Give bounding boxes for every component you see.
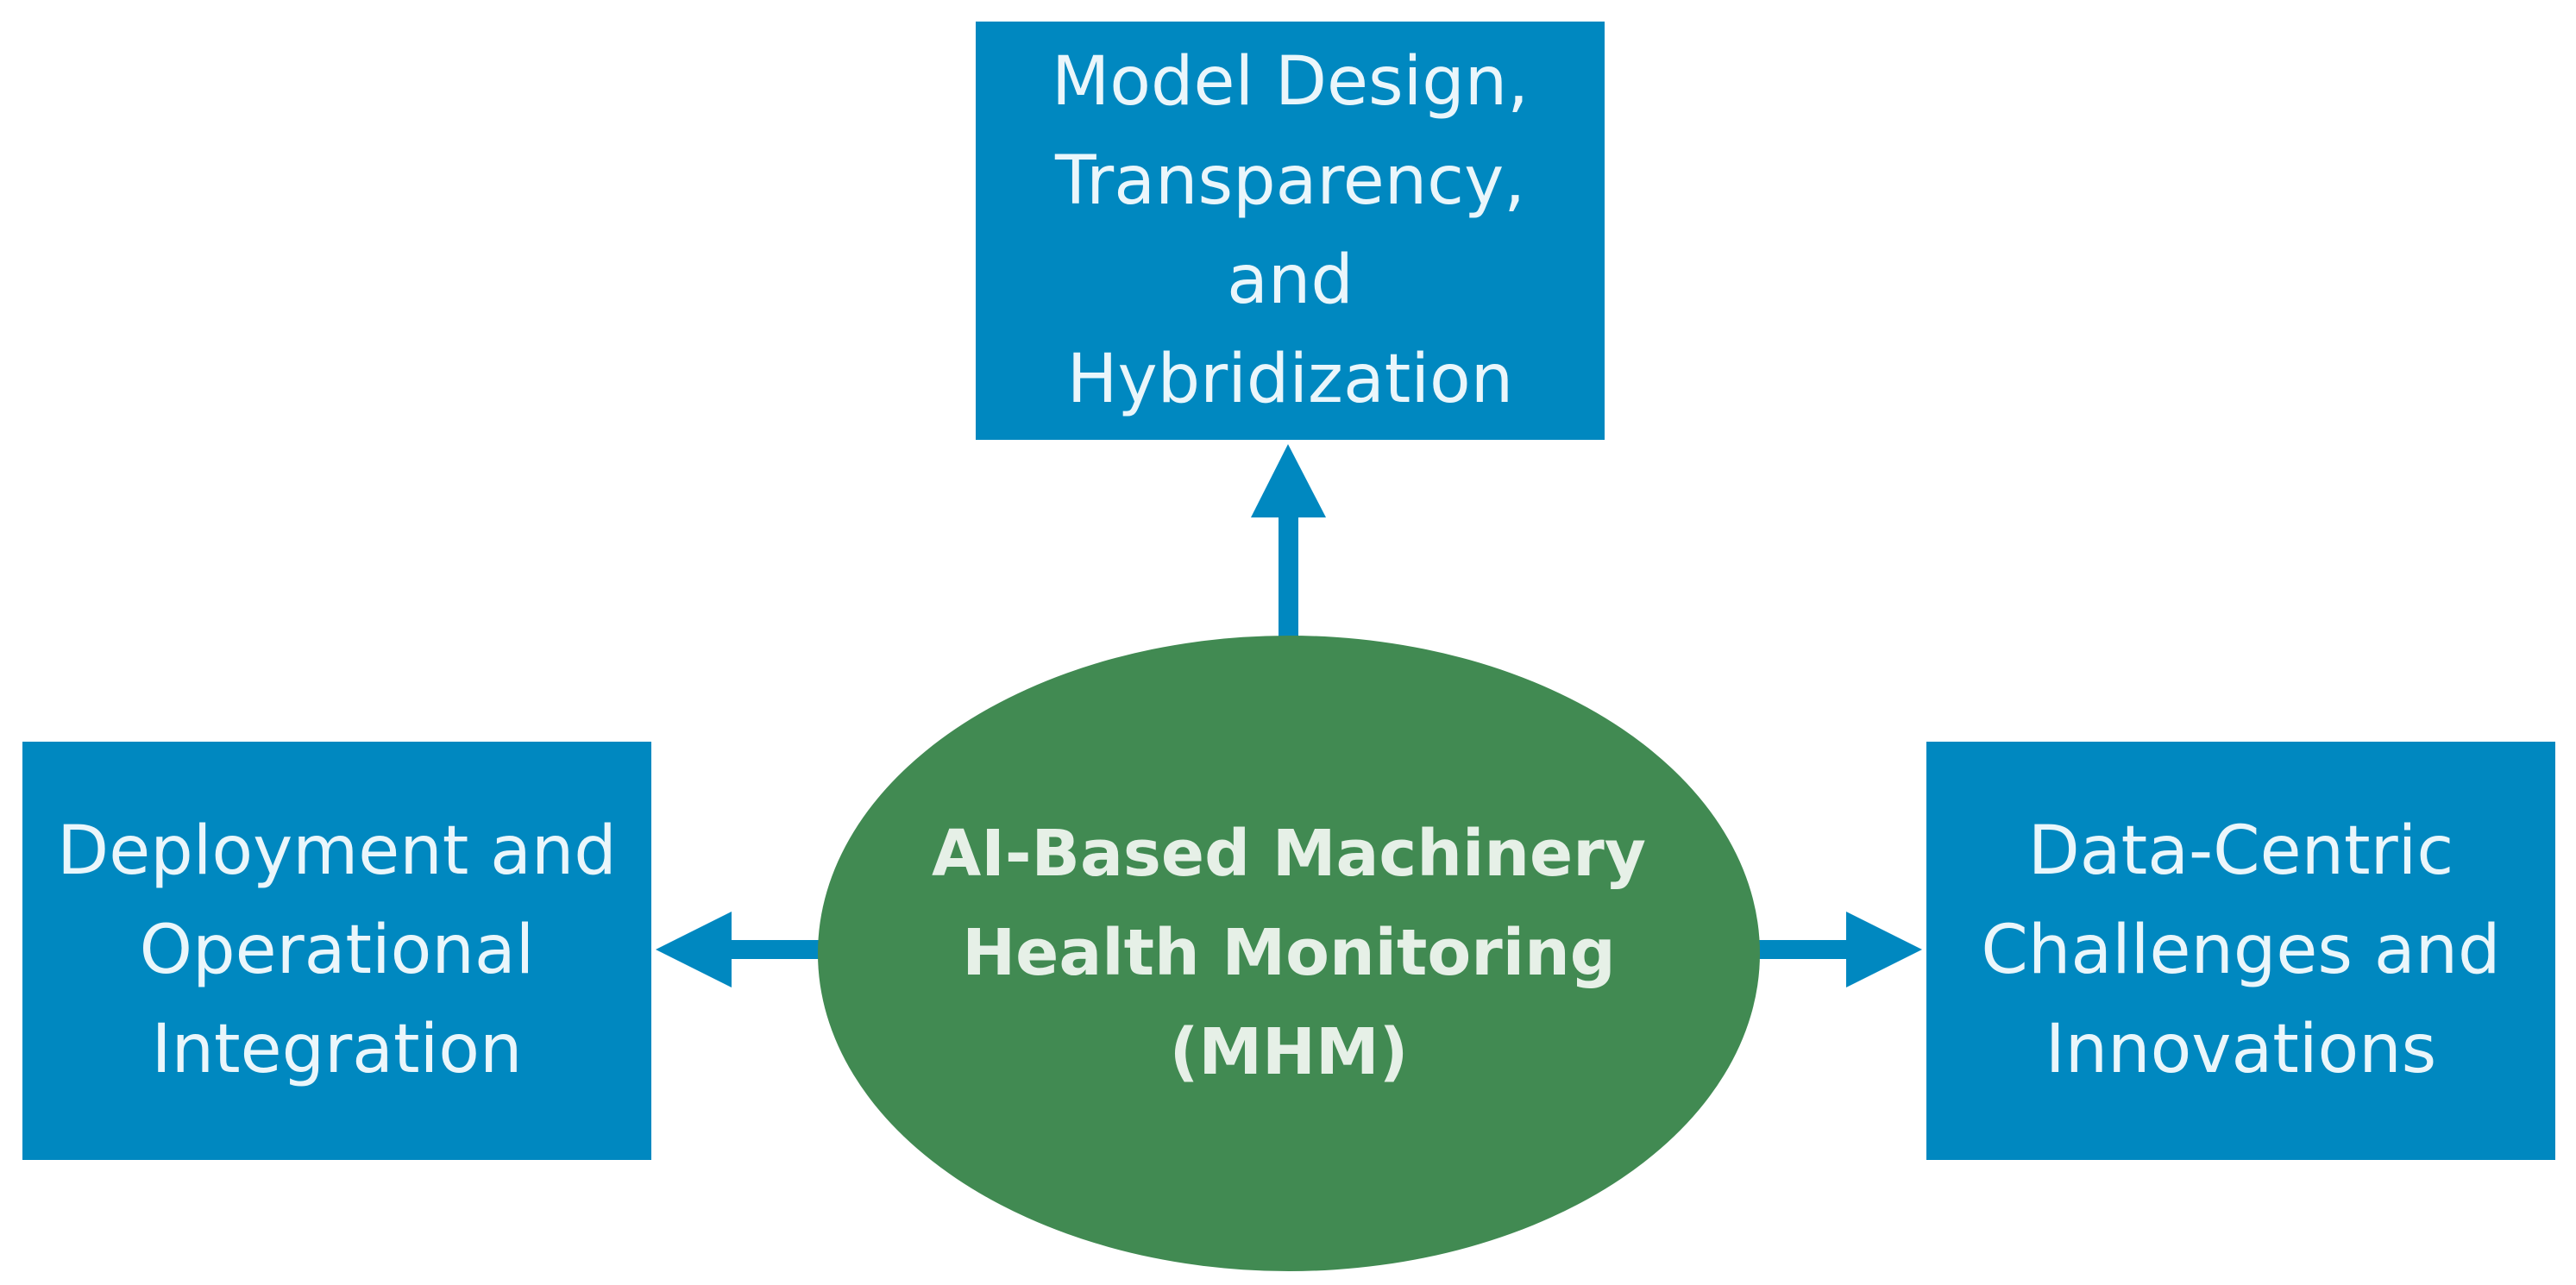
left-box: Deployment and Operational Integration	[22, 742, 651, 1160]
left-box-text: Deployment and Operational Integration	[57, 802, 617, 1100]
center-ellipse: AI-Based Machinery Health Monitoring (MH…	[818, 636, 1760, 1271]
right-box-line-3: Innovations	[2045, 1011, 2437, 1088]
arrow-to-left-box	[656, 912, 821, 987]
top-box: Model Design, Transparency, and Hybridiz…	[976, 22, 1605, 440]
center-line-3: (MHM)	[1169, 1015, 1409, 1089]
top-box-text: Model Design, Transparency, and Hybridiz…	[1052, 33, 1529, 429]
center-ellipse-text: AI-Based Machinery Health Monitoring (MH…	[932, 805, 1646, 1102]
arrow-to-right-box	[1756, 912, 1922, 987]
right-box-text: Data-Centric Challenges and Innovations	[1981, 802, 2500, 1100]
top-box-line-2: Transparency,	[1054, 141, 1526, 220]
left-box-line-1: Deployment and	[57, 812, 617, 890]
top-box-line-1: Model Design,	[1051, 42, 1530, 121]
left-box-line-3: Integration	[151, 1011, 523, 1088]
center-line-1: AI-Based Machinery	[932, 817, 1646, 891]
right-box: Data-Centric Challenges and Innovations	[1926, 742, 2555, 1160]
top-box-line-3: and	[1227, 241, 1354, 319]
left-box-line-2: Operational	[139, 912, 535, 989]
right-box-line-1: Data-Centric	[2027, 812, 2454, 890]
center-line-2: Health Monitoring	[962, 916, 1616, 990]
right-box-line-2: Challenges and	[1981, 912, 2501, 989]
arrow-to-top-box	[1251, 444, 1326, 638]
top-box-line-4: Hybridization	[1066, 340, 1514, 418]
